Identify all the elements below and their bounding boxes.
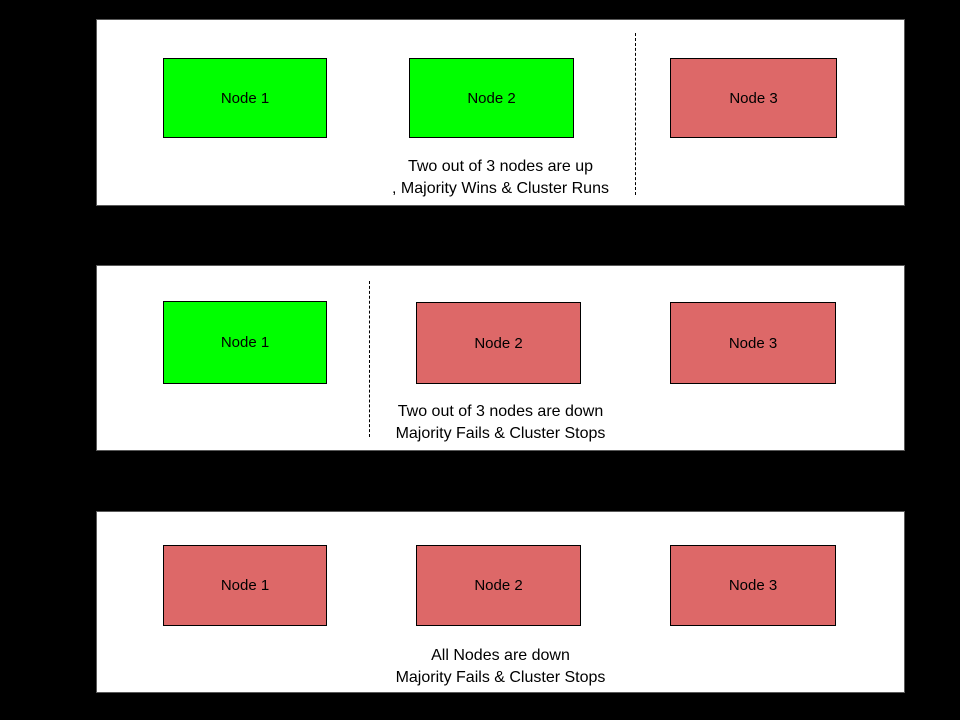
node-box-2-up: Node 2	[409, 58, 574, 138]
caption-line-2: , Majority Wins & Cluster Runs	[392, 180, 609, 197]
panel-two-nodes-up: Node 1 Node 2 Node 3 Two out of 3 nodes …	[96, 19, 905, 206]
node-box-1-down: Node 1	[163, 545, 327, 626]
panel-caption: Two out of 3 nodes are down Majority Fai…	[97, 401, 904, 445]
caption-line-1: Two out of 3 nodes are up	[407, 158, 593, 175]
node-label: Node 1	[220, 334, 270, 351]
node-box-1-up: Node 1	[163, 58, 327, 138]
panel-caption: Two out of 3 nodes are up , Majority Win…	[97, 156, 904, 200]
partition-divider	[635, 33, 636, 195]
panel-two-nodes-down: Node 1 Node 2 Node 3 Two out of 3 nodes …	[96, 265, 905, 451]
caption-line-2: Majority Fails & Cluster Stops	[395, 425, 606, 442]
node-label: Node 2	[474, 334, 523, 352]
caption-line-1: Two out of 3 nodes are down	[397, 403, 604, 420]
caption-line-1: All Nodes are down	[431, 647, 570, 664]
node-box-3-down: Node 3	[670, 545, 836, 626]
node-label: Node 3	[728, 577, 778, 594]
node-box-2-down: Node 2	[416, 545, 581, 626]
node-box-3-down: Node 3	[670, 302, 836, 384]
node-label: Node 2	[474, 577, 523, 594]
node-box-2-down: Node 2	[416, 302, 581, 384]
panel-caption: All Nodes are down Majority Fails & Clus…	[97, 645, 904, 689]
node-label: Node 2	[467, 89, 516, 107]
node-label: Node 1	[220, 89, 270, 107]
node-label: Node 3	[729, 89, 778, 107]
node-label: Node 1	[220, 577, 270, 594]
panel-all-nodes-down: Node 1 Node 2 Node 3 All Nodes are down …	[96, 511, 905, 693]
caption-line-2: Majority Fails & Cluster Stops	[395, 669, 606, 686]
node-label: Node 3	[728, 334, 778, 352]
node-box-1-up: Node 1	[163, 301, 327, 384]
partition-divider	[369, 281, 370, 437]
node-box-3-down: Node 3	[670, 58, 837, 138]
